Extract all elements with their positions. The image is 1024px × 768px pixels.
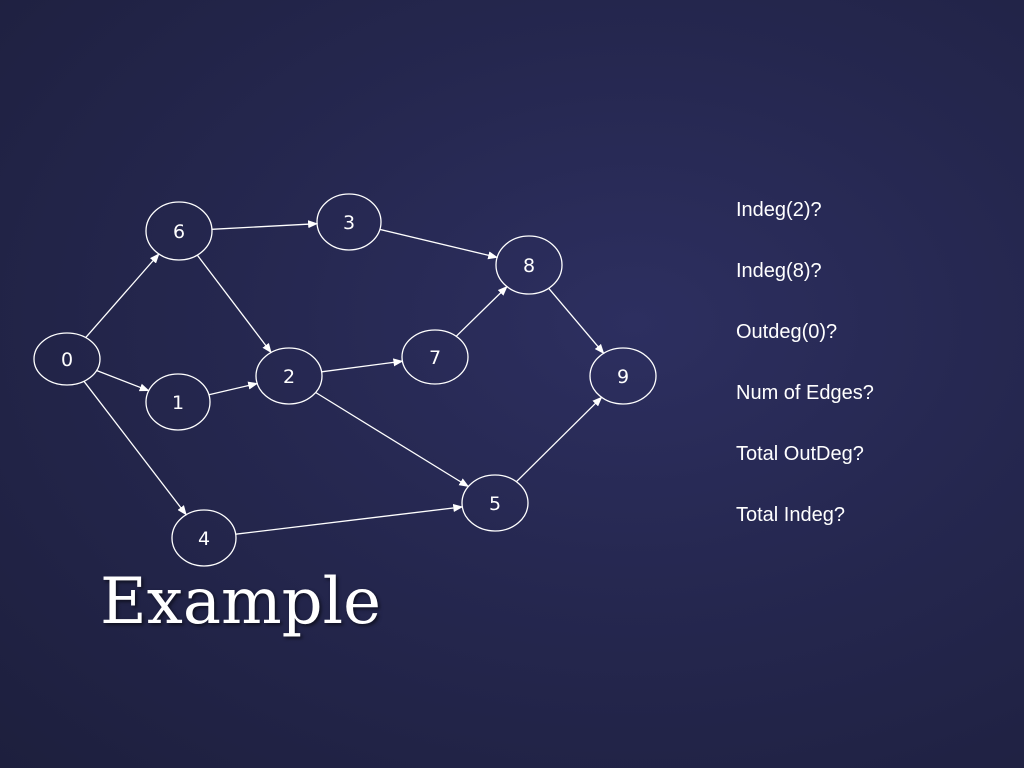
node-5: 5 [461, 474, 529, 532]
node-1: 1 [145, 373, 211, 431]
node-6: 6 [145, 201, 213, 261]
node-2: 2 [255, 347, 323, 405]
node-7: 7 [401, 329, 469, 385]
node-label-4: 4 [198, 528, 210, 550]
node-circle-2 [255, 347, 323, 405]
node-8: 8 [495, 235, 563, 295]
question-total-outdeg: Total OutDeg? [736, 443, 864, 465]
edge-6-to-3 [211, 220, 319, 230]
node-label-2: 2 [283, 366, 295, 388]
question-indeg-8: Indeg(8)? [736, 260, 822, 282]
node-label-8: 8 [523, 255, 535, 277]
node-label-0: 0 [61, 349, 73, 371]
edge-5-to-9 [515, 396, 603, 483]
edge-6-to-2 [196, 254, 272, 354]
node-9: 9 [589, 347, 657, 405]
node-circle-9 [589, 347, 657, 405]
node-4: 4 [171, 509, 237, 567]
node-circle-8 [495, 235, 563, 295]
node-label-1: 1 [172, 392, 184, 414]
edge-8-to-9 [548, 287, 605, 355]
node-label-9: 9 [617, 366, 629, 388]
node-circle-3 [316, 193, 382, 251]
question-total-indeg: Total Indeg? [736, 504, 845, 526]
question-num-edges: Num of Edges? [736, 382, 874, 404]
edge-1-to-2 [208, 381, 259, 396]
edge-2-to-5 [315, 391, 470, 488]
node-label-5: 5 [489, 493, 501, 515]
edge-0-to-4 [83, 380, 187, 516]
edge-4-to-5 [235, 504, 464, 535]
node-circle-7 [401, 329, 469, 385]
edge-7-to-8 [455, 285, 508, 337]
question-indeg-2: Indeg(2)? [736, 199, 822, 221]
node-circle-5 [461, 474, 529, 532]
nodes-layer: 0 1 2 3 4 5 6 7 8 9 [33, 193, 657, 567]
question-outdeg-0: Outdeg(0)? [736, 321, 838, 343]
node-circle-0 [33, 332, 101, 386]
edge-0-to-6 [85, 253, 160, 339]
node-label-7: 7 [429, 347, 441, 369]
edges-layer [83, 220, 605, 535]
node-circle-1 [145, 373, 211, 431]
slide-title: Example [100, 565, 381, 639]
node-0: 0 [33, 332, 101, 386]
node-circle-6 [145, 201, 213, 261]
node-3: 3 [316, 193, 382, 251]
edge-2-to-7 [321, 358, 404, 373]
edge-0-to-1 [96, 369, 150, 392]
node-circle-4 [171, 509, 237, 567]
edge-3-to-8 [379, 228, 499, 260]
node-label-3: 3 [343, 212, 355, 234]
node-label-6: 6 [173, 221, 185, 243]
